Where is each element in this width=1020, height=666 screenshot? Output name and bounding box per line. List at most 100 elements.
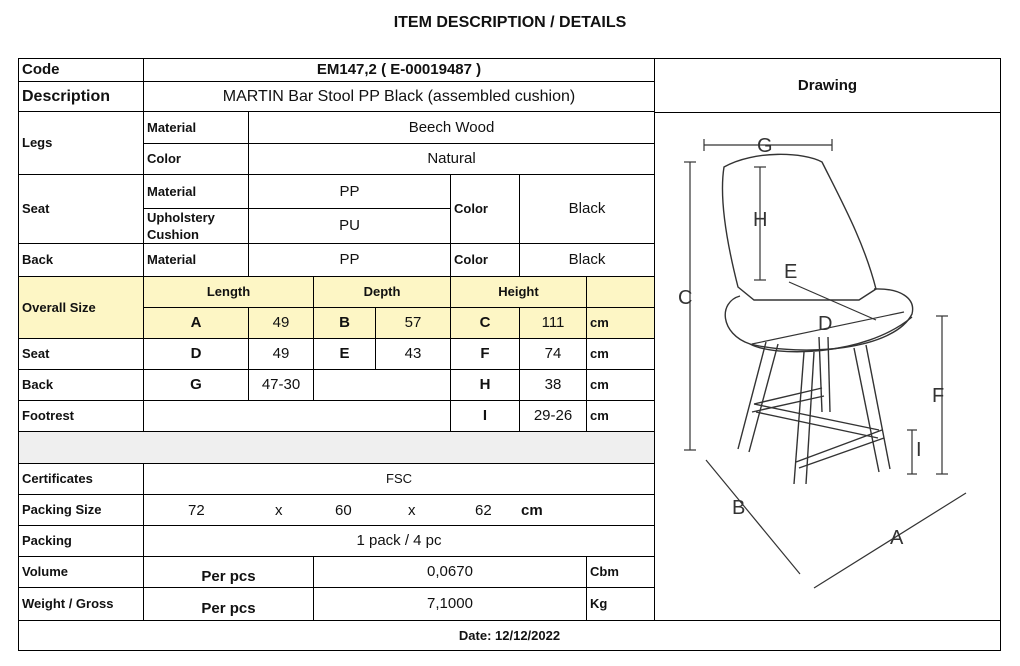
drawing-cell (654, 112, 1001, 621)
packing-size-values: 72 x 60 x 62 cm (143, 494, 655, 526)
overall-size-unit: cm (586, 307, 655, 339)
letter-b: B (732, 497, 745, 519)
dim-value-f: 74 (519, 338, 587, 370)
dim-letter-e: E (313, 338, 376, 370)
weight-per-pcs: Per pcs (143, 587, 314, 621)
packing-size-x1: x (275, 502, 283, 519)
letter-c: C (678, 287, 692, 309)
upholstery-label-line1: Upholstery (147, 210, 215, 225)
back-size-blank (313, 369, 451, 401)
back-color-value: Black (519, 243, 655, 277)
weight-value: 7,1000 (313, 587, 587, 621)
legs-label: Legs (18, 111, 144, 175)
footrest-bar-front (753, 403, 880, 439)
packing-value: 1 pack / 4 pc (143, 525, 655, 557)
seat-color-value: Black (519, 174, 655, 244)
dim-letter-g: G (143, 369, 249, 401)
packing-size-x2: x (408, 502, 416, 519)
legs-color-value: Natural (248, 143, 655, 175)
seat-edge (749, 316, 913, 353)
certificates-value: FSC (143, 463, 655, 495)
footrest-label: Footrest (18, 400, 144, 432)
dim-letter-i: I (450, 400, 520, 432)
length-header: Length (143, 276, 314, 308)
dim-b-line (705, 459, 801, 575)
legs-material-value: Beech Wood (248, 111, 655, 144)
footrest-unit: cm (586, 400, 655, 432)
back-size-label: Back (18, 369, 144, 401)
dim-value-i: 29-26 (519, 400, 587, 432)
dim-a-line (813, 492, 967, 589)
packing-size-v3: 62 (475, 502, 492, 519)
weight-label: Weight / Gross (18, 587, 144, 621)
description-value: MARTIN Bar Stool PP Black (assembled cus… (143, 81, 655, 112)
backrest-outline (721, 153, 877, 301)
dim-value-b: 57 (375, 307, 451, 339)
letter-f: F (932, 385, 944, 407)
letter-g: G (757, 135, 773, 157)
letter-e: E (784, 261, 797, 283)
dim-letter-f: F (450, 338, 520, 370)
volume-unit: Cbm (586, 556, 655, 588)
dim-value-g: 47-30 (248, 369, 314, 401)
dim-value-c: 111 (519, 307, 587, 339)
seat-size-unit: cm (586, 338, 655, 370)
dim-value-d: 49 (248, 338, 314, 370)
dim-letter-c: C (450, 307, 520, 339)
footrest-bar-left (751, 387, 825, 413)
dim-letter-d: D (143, 338, 249, 370)
upholstery-label-line2: Cushion (147, 227, 199, 242)
leg-front-left (737, 341, 767, 450)
drawing-header: Drawing (654, 58, 1001, 113)
leg-front-right (793, 351, 805, 485)
leg-back-left-inner (827, 336, 831, 413)
letter-i: I (916, 439, 922, 461)
overall-size-label: Overall Size (18, 276, 144, 339)
dim-e-line (788, 281, 877, 321)
date-footer: Date: 12/12/2022 (18, 620, 1001, 651)
drawing-area: G H C E D F I B A (654, 112, 1001, 620)
leg-back-right-inner (865, 344, 891, 470)
footrest-bar-side (795, 429, 885, 469)
seat-size-label: Seat (18, 338, 144, 370)
dim-d-line (751, 311, 905, 345)
dim-letter-h: H (450, 369, 520, 401)
seat-material-value: PP (248, 174, 451, 209)
code-label: Code (18, 58, 144, 82)
volume-value: 0,0670 (313, 556, 587, 588)
volume-per-pcs: Per pcs (143, 556, 314, 588)
depth-header: Depth (313, 276, 451, 308)
back-color-label: Color (450, 243, 520, 277)
dim-letter-b: B (313, 307, 376, 339)
bar-stool-drawing: G H C E D F I B A (678, 135, 967, 589)
back-size-unit: cm (586, 369, 655, 401)
separator-row (18, 431, 655, 464)
description-label: Description (18, 81, 144, 112)
letter-h: H (753, 209, 767, 231)
page-title: ITEM DESCRIPTION / DETAILS (393, 14, 627, 31)
dim-value-h: 38 (519, 369, 587, 401)
back-material-value: PP (248, 243, 451, 277)
seat-color-label: Color (450, 174, 520, 244)
leg-front-left-inner (748, 343, 779, 453)
leg-back-right (853, 347, 880, 473)
footrest-blank (143, 400, 451, 432)
packing-size-label: Packing Size (18, 494, 144, 526)
certificates-label: Certificates (18, 463, 144, 495)
dim-value-a: 49 (248, 307, 314, 339)
volume-label: Volume (18, 556, 144, 588)
height-header: Height (450, 276, 587, 308)
dim-value-e: 43 (375, 338, 451, 370)
packing-label: Packing (18, 525, 144, 557)
seat-material-label: Material (143, 174, 249, 209)
seat-upholstery-value: PU (248, 208, 451, 244)
letter-a: A (890, 527, 904, 549)
packing-size-v2: 60 (335, 502, 352, 519)
code-value: EM147,2 ( E-00019487 ) (143, 58, 655, 82)
legs-color-label: Color (143, 143, 249, 175)
leg-front-right-inner (805, 351, 815, 485)
legs-material-label: Material (143, 111, 249, 144)
packing-size-v1: 72 (188, 502, 205, 519)
overall-size-unit-blank (586, 276, 655, 308)
seat-label: Seat (18, 174, 144, 244)
